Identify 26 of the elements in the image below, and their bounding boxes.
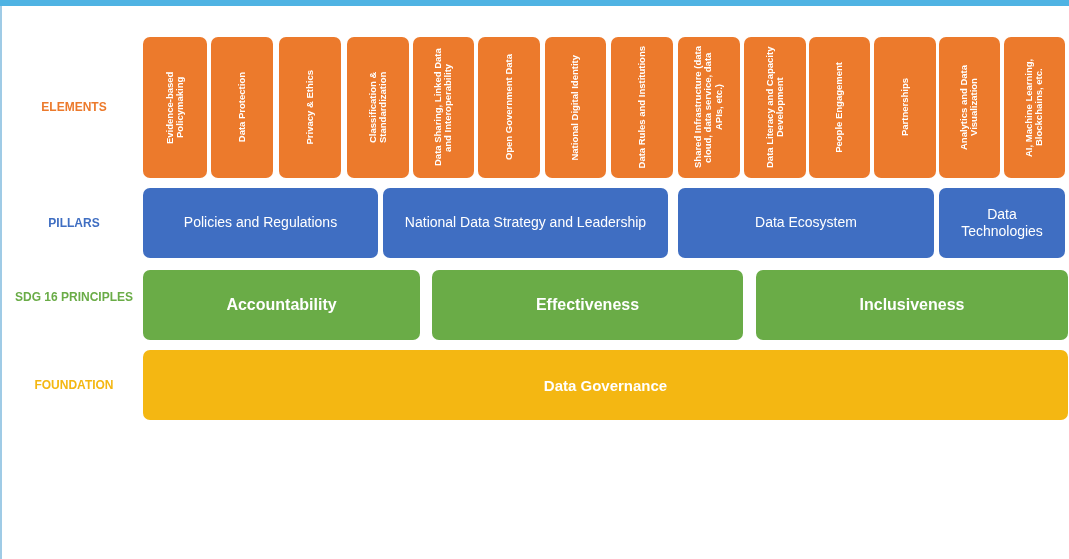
- row-label: PILLARS: [47, 216, 101, 230]
- foundation-bar: Data Governance: [143, 350, 1068, 420]
- element-box: Data Literacy and Capacity Development: [744, 37, 806, 178]
- element-box: Data Sharing, Linked Data and Interoperability: [413, 37, 474, 178]
- element-box: Analytics and Data Visualization: [939, 37, 1000, 178]
- element-box: AI, Machine Learning, Blockchains, etc.: [1004, 37, 1065, 178]
- pillar-box: Data Technologies: [939, 188, 1065, 258]
- row-label: SDG 16 PRINCIPLES: [14, 290, 134, 304]
- element-box: Shared Infrastructure (data cloud, data service, data APIs, etc.): [678, 37, 740, 178]
- row-label: ELEMENTS: [40, 100, 108, 114]
- element-box: People Engagement: [809, 37, 870, 178]
- principle-box: Inclusiveness: [756, 270, 1068, 340]
- element-box: Data Rules and Institutions: [611, 37, 673, 178]
- element-box: Evidence-based Policymaking: [143, 37, 207, 178]
- element-box: Partnerships: [874, 37, 936, 178]
- pillar-box: Data Ecosystem: [678, 188, 934, 258]
- pillar-box: National Data Strategy and Leadership: [383, 188, 668, 258]
- element-box: National Digital Identity: [545, 37, 606, 178]
- element-box: Open Government Data: [478, 37, 540, 178]
- principle-box: Accountability: [143, 270, 420, 340]
- principle-box: Effectiveness: [432, 270, 743, 340]
- row-label: FOUNDATION: [33, 378, 115, 392]
- element-box: Classification & Standardization: [347, 37, 409, 178]
- element-box: Privacy & Ethics: [279, 37, 341, 178]
- pillar-box: Policies and Regulations: [143, 188, 378, 258]
- element-box: Data Protection: [211, 37, 273, 178]
